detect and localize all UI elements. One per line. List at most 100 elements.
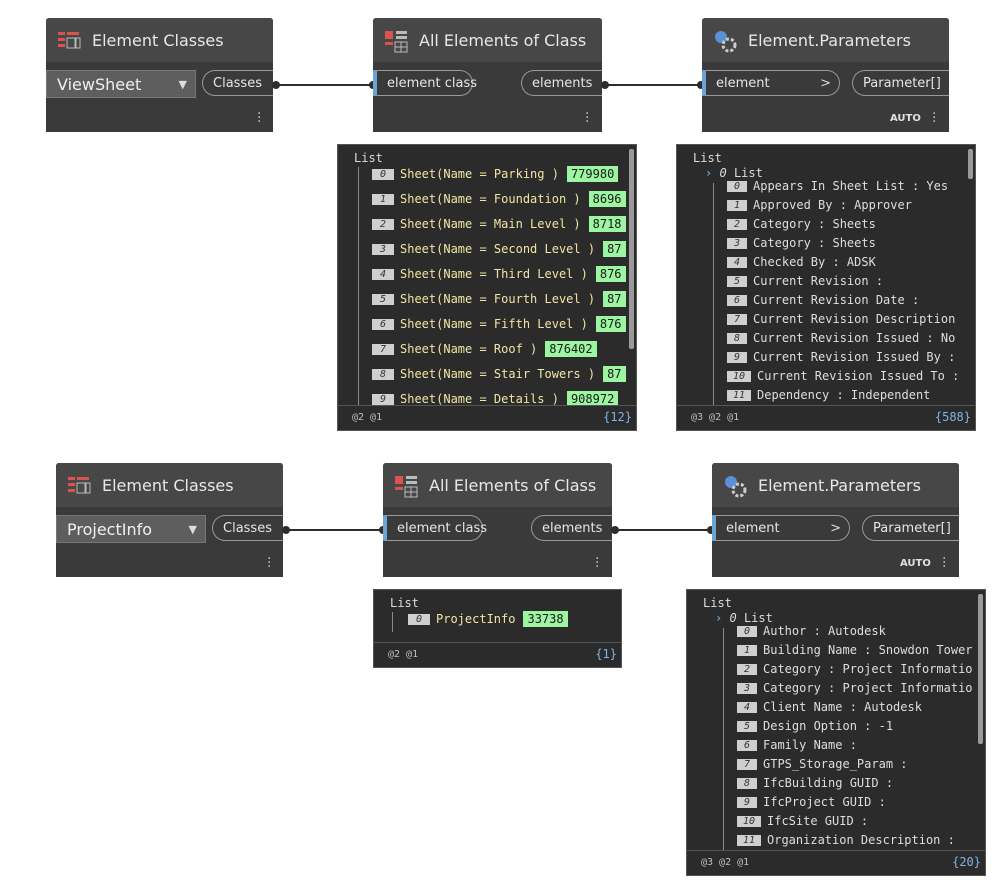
element-id-badge[interactable]: 876402 (545, 341, 597, 357)
element-input-port[interactable]: element > (712, 515, 850, 541)
classes-output-port[interactable]: Classes (202, 70, 273, 96)
scrollbar[interactable] (629, 149, 634, 349)
more-options-icon[interactable]: ··· (932, 106, 937, 130)
more-options-icon[interactable]: ··· (942, 551, 947, 575)
node-header[interactable] (56, 463, 283, 507)
element-class-input-port[interactable]: element class (373, 70, 477, 96)
elements-output-port[interactable]: elements (521, 70, 602, 96)
elements-output-port[interactable]: elements (531, 515, 612, 541)
more-options-icon[interactable]: ··· (585, 106, 590, 130)
list-levels: @2 @1 (352, 412, 383, 423)
element-id-badge[interactable]: 8718 (588, 216, 626, 232)
element-id-badge[interactable]: 876 (595, 316, 626, 332)
element-classes-node[interactable]: Element Classes ViewSheet ▼ Classes ··· (46, 18, 273, 132)
parameter-output-port[interactable]: Parameter[] (862, 515, 959, 541)
item-value: Sheet(Name = Third Level ) (400, 267, 588, 281)
element-id-badge[interactable]: 8696 (588, 191, 626, 207)
node-header[interactable] (702, 18, 949, 62)
element-class-input-port[interactable]: element class (383, 515, 487, 541)
all-elements-node[interactable]: All Elements of Class element class elem… (383, 463, 612, 577)
more-options-icon[interactable]: ··· (595, 551, 600, 575)
all-elements-node[interactable]: All Elements of Class element class elem… (373, 18, 602, 132)
element-id-badge[interactable]: 87 (603, 291, 626, 307)
wire-endpoint (272, 81, 280, 89)
node-header[interactable] (712, 463, 959, 507)
expand-chevron-icon[interactable]: › (715, 611, 723, 625)
element-classes-node[interactable]: Element Classes ProjectInfo ▼ Classes ··… (56, 463, 283, 577)
scrollbar[interactable] (968, 149, 973, 179)
node-header[interactable] (373, 18, 602, 62)
element-class-dropdown[interactable]: ProjectInfo ▼ (56, 515, 206, 543)
more-options-icon[interactable]: ··· (267, 551, 272, 575)
element-id-badge[interactable]: 87 (603, 241, 626, 257)
element-input-port[interactable]: element > (702, 70, 840, 96)
element-parameters-node[interactable]: Element.Parameters element > Parameter[]… (712, 463, 959, 577)
node-header[interactable] (383, 463, 612, 507)
wire-endpoint (282, 526, 290, 534)
expand-chevron-icon[interactable]: › (705, 166, 713, 180)
sublist-header[interactable]: › 0 List (715, 611, 773, 625)
element-id-badge[interactable]: 876 (595, 266, 626, 282)
item-index: 10 (737, 816, 761, 827)
item-value: Sheet(Name = Stair Towers ) (400, 367, 596, 381)
element-id-badge[interactable]: 779980 (566, 166, 619, 182)
parameter-output-port[interactable]: Parameter[] (852, 70, 949, 96)
item-count: {1} (595, 647, 617, 661)
element-class-dropdown[interactable]: ViewSheet ▼ (46, 70, 196, 98)
scrollbar[interactable] (978, 594, 983, 744)
element-id-badge[interactable]: 87 (603, 366, 626, 382)
element-id-badge[interactable]: 33738 (523, 611, 568, 627)
item-index: 3 (737, 683, 757, 694)
more-options-icon[interactable]: ··· (257, 106, 262, 130)
dropdown-value: ViewSheet (57, 75, 142, 94)
element-parameters-node[interactable]: Element.Parameters element > Parameter[]… (702, 18, 949, 132)
element-id-badge[interactable]: 908972 (566, 391, 619, 407)
sublist-header[interactable]: › 0 List (705, 166, 763, 180)
connector-wire (275, 84, 375, 86)
node-header[interactable] (46, 18, 273, 62)
node-title: Element.Parameters (758, 476, 921, 495)
item-value: Sheet(Name = Main Level ) (400, 217, 581, 231)
classes-output-port[interactable]: Classes (212, 515, 283, 541)
item-value: Sheet(Name = Fourth Level ) (400, 292, 596, 306)
